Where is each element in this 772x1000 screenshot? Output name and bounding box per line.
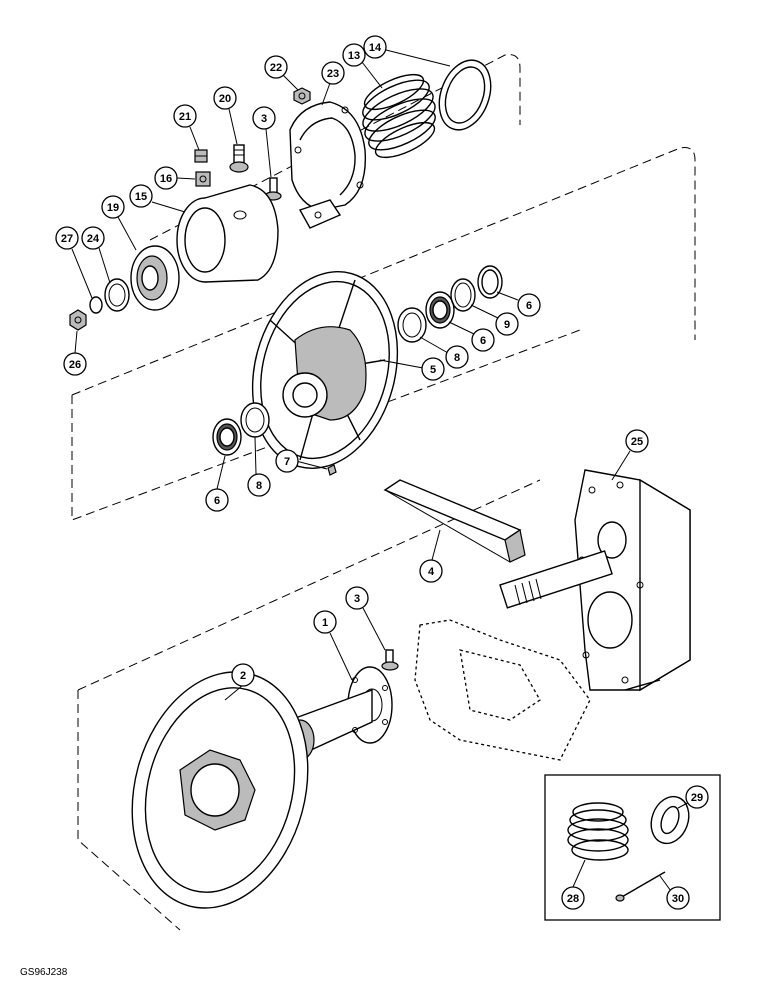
svg-text:2: 2 [240,670,246,682]
inset-spring-28 [567,802,629,861]
callout-3-bottom: 3 [345,586,369,610]
callout-4: 4 [419,559,443,583]
svg-text:14: 14 [369,42,382,54]
svg-text:6: 6 [526,300,532,312]
svg-text:3: 3 [354,593,360,605]
svg-text:24: 24 [87,233,100,245]
pin-20 [229,144,249,173]
callout-7: 7 [275,449,299,473]
washer-27 [89,296,103,314]
callout-6-left: 6 [205,488,229,512]
callout-2: 2 [231,663,255,687]
svg-text:29: 29 [691,792,703,804]
svg-text:22: 22 [270,62,282,74]
callout-25: 25 [625,429,649,453]
disc-2 [131,671,309,909]
svg-text:8: 8 [256,480,262,492]
svg-text:23: 23 [327,68,339,80]
callout-26: 26 [63,352,87,376]
svg-text:4: 4 [428,566,435,578]
svg-text:9: 9 [504,319,510,331]
inset-pin-30 [615,871,666,902]
svg-text:27: 27 [61,233,73,245]
mounting-bracket-outline [414,619,591,761]
sleeve-8-right [397,307,427,343]
svg-text:8: 8 [454,352,460,364]
nut-26 [69,309,87,331]
callout-3-top: 3 [252,106,276,130]
seal-6-far-right [477,265,503,299]
callout-29: 29 [685,785,709,809]
callout-6-far-right: 6 [517,293,541,317]
callout-27: 27 [55,226,79,250]
callout-14: 14 [363,35,387,59]
bracket-23 [289,101,367,229]
svg-text:30: 30 [672,893,684,905]
svg-text:19: 19 [107,202,119,214]
spring-13 [362,73,436,159]
svg-text:26: 26 [69,359,81,371]
svg-text:20: 20 [219,93,231,105]
callout-9: 9 [495,312,519,336]
svg-text:15: 15 [135,191,147,203]
svg-text:5: 5 [430,364,436,376]
belt-4 [383,479,526,563]
seal-6-right [425,291,455,329]
sleeve-8-left [240,402,270,438]
bolt-3-bottom [381,649,399,671]
svg-text:1: 1 [322,617,328,629]
callout-6-right: 6 [471,328,495,352]
callout-8-left: 8 [247,473,271,497]
callout-19: 19 [101,195,125,219]
svg-text:13: 13 [348,50,360,62]
callout-21: 21 [173,104,197,128]
svg-text:25: 25 [631,436,643,448]
screw-21 [194,149,208,163]
callout-30: 30 [666,886,690,910]
seal-6-left [212,418,242,456]
svg-text:6: 6 [480,335,486,347]
callout-16: 16 [154,166,178,190]
bearing-19 [130,245,180,311]
housing-15 [176,184,279,283]
key-7 [327,464,337,476]
leader-lines [71,49,698,899]
svg-text:16: 16 [160,173,172,185]
svg-text:7: 7 [284,456,290,468]
sheave-5 [251,271,399,469]
callout-13: 13 [342,43,366,67]
inset-plate-29 [650,795,690,845]
callout-5: 5 [421,357,445,381]
nut-22 [293,87,311,105]
callout-22: 22 [264,55,288,79]
svg-text:28: 28 [567,893,579,905]
callout-28: 28 [561,886,585,910]
svg-text:3: 3 [261,113,267,125]
svg-text:6: 6 [214,495,220,507]
ring-9 [450,278,476,312]
callout-20: 20 [213,86,237,110]
figure-reference: GS96J238 [20,967,68,978]
washer-14 [438,59,492,131]
callout-15: 15 [129,184,153,208]
nut-16 [195,171,211,187]
inset-box [544,774,721,921]
gearbox-25 [499,469,691,692]
callout-1: 1 [313,610,337,634]
svg-text:21: 21 [179,111,191,123]
callout-24: 24 [81,226,105,250]
ring-24 [104,278,130,312]
callout-8-right: 8 [445,345,469,369]
callout-23: 23 [321,61,345,85]
